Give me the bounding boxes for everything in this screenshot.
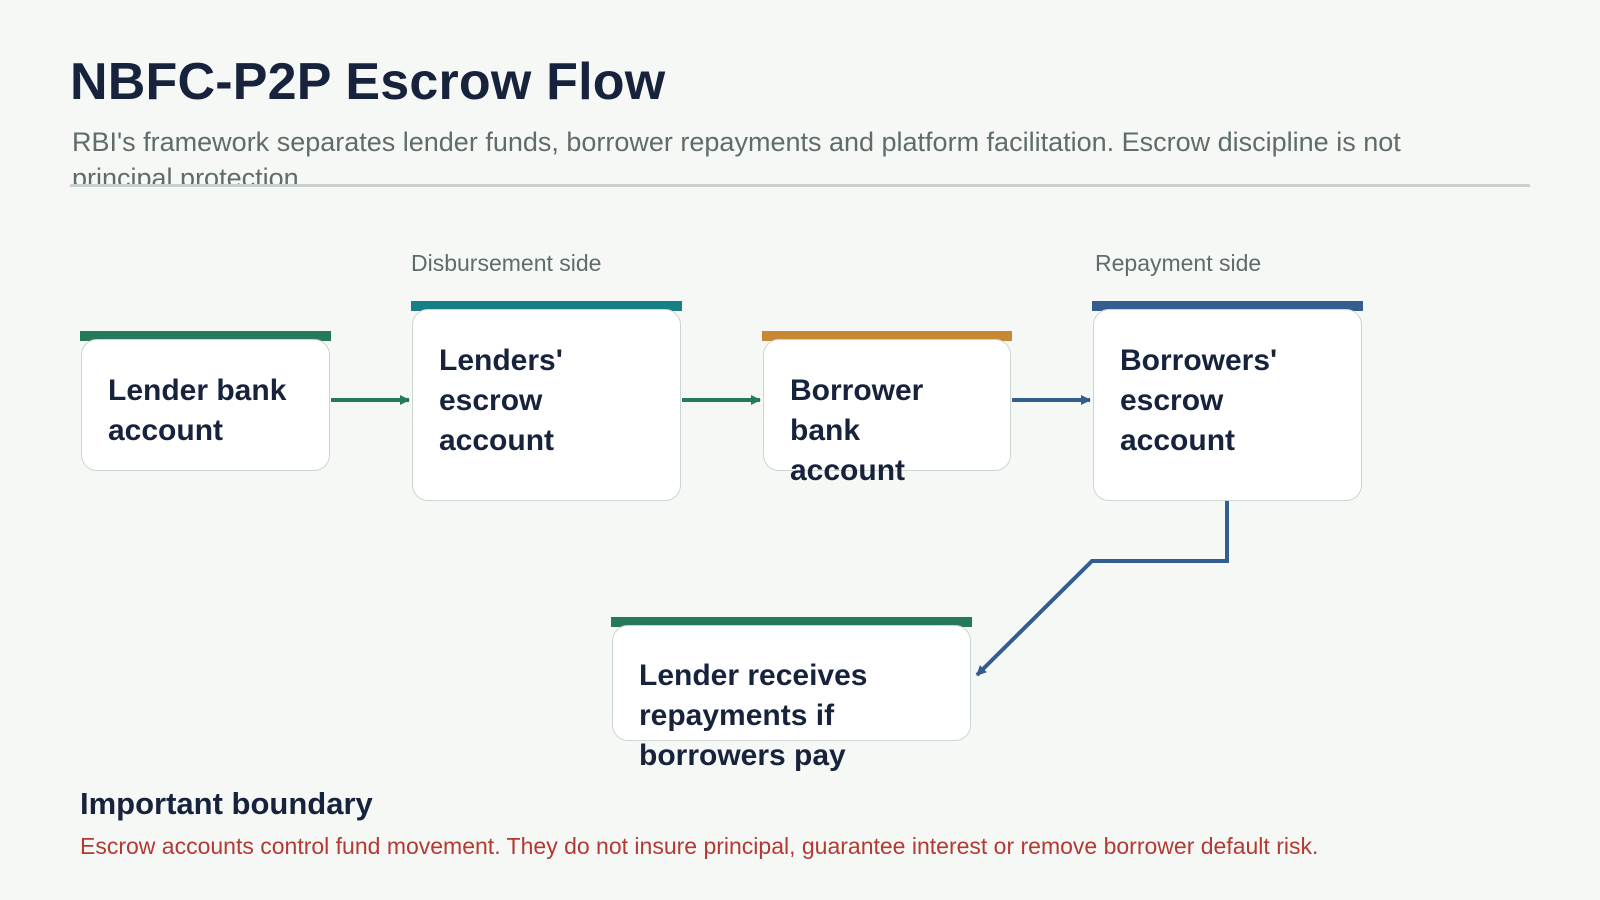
boundary-text: Escrow accounts control fund movement. T…	[80, 833, 1319, 859]
lenders-escrow-bar	[411, 301, 682, 311]
lenders-escrow-node	[412, 309, 681, 501]
lender-bank-node	[81, 339, 330, 471]
page-title: NBFC-P2P Escrow Flow	[70, 53, 666, 111]
lender-bank-bar	[80, 331, 331, 341]
header-divider	[70, 184, 1530, 187]
boundary-title: Important boundary	[80, 786, 373, 821]
lender-receives-label: Lender receives repayments if borrowers …	[639, 659, 868, 772]
borrowers-escrow-bar	[1092, 301, 1363, 311]
lender-receives-bar	[611, 617, 972, 627]
lender-receives-node	[612, 625, 971, 741]
borrowers-escrow-node	[1093, 309, 1362, 501]
page-subtitle: RBI's framework separates lender funds, …	[72, 127, 1401, 186]
borrower-bank-label: Borrower bank account	[790, 374, 924, 487]
disbursement-side-label: Disbursement side	[411, 250, 602, 276]
borrower-bank-bar	[762, 331, 1012, 341]
borrower-bank-node	[763, 339, 1011, 471]
lender-bank-label: Lender bank account	[108, 374, 287, 447]
arrow-borrowers-escrow-to-lender-receives	[975, 501, 1229, 677]
borrowers-escrow-label: Borrowers' escrow account	[1120, 344, 1278, 457]
repayment-side-label: Repayment side	[1095, 250, 1262, 276]
lenders-escrow-label: Lenders' escrow account	[439, 344, 563, 457]
